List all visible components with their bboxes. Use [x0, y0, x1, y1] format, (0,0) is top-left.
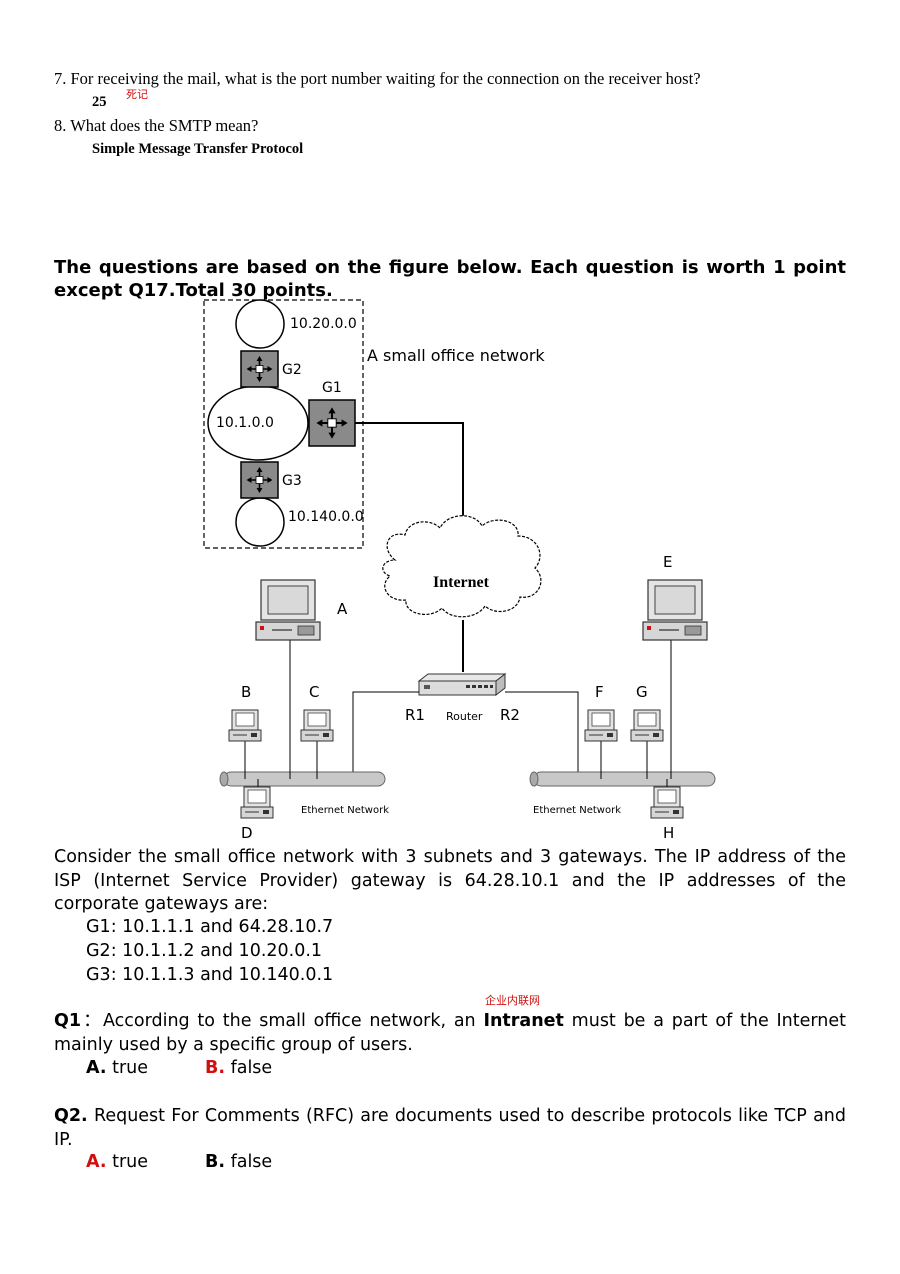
host-a-computer-icon — [255, 579, 321, 641]
q2-option-a: A. true — [86, 1152, 148, 1172]
host-e-computer-icon — [642, 579, 708, 641]
ethernet-left-cable — [219, 771, 386, 787]
host-b-computer-icon — [228, 709, 262, 742]
question-8: 8. What does the SMTP mean? — [54, 116, 259, 135]
host-d-computer-icon — [240, 786, 274, 819]
router-icon — [417, 672, 507, 697]
q1-note: 企业内联网 — [485, 994, 540, 1007]
subnet-top-circle — [235, 299, 285, 349]
q1-separator: ： — [81, 1011, 103, 1031]
q1-label: Q1 — [54, 1011, 82, 1031]
g1-uplink — [355, 422, 464, 535]
r1-link — [352, 691, 419, 772]
gateway-g3-icon — [240, 461, 279, 499]
question-8-answer: Simple Message Transfer Protocol — [92, 141, 304, 157]
q1-bold-word: Intranet — [483, 1011, 564, 1031]
q1-option-a-letter: A. — [86, 1058, 107, 1078]
q2-option-a-text: true — [106, 1152, 149, 1172]
host-g-computer-icon — [630, 709, 664, 742]
ethernet-right-cable — [529, 771, 716, 787]
r2-label: R2 — [500, 706, 520, 724]
host-e-label: E — [663, 553, 672, 571]
q1-option-b-letter: B. — [205, 1058, 225, 1078]
host-c-computer-icon — [300, 709, 334, 742]
host-f-computer-icon — [584, 709, 618, 742]
internet-label: Internet — [433, 574, 490, 591]
q2-option-b-text: false — [225, 1152, 273, 1172]
subnet-top-label: 10.20.0.0 — [290, 316, 357, 332]
subnet-bottom-label: 10.140.0.0 — [288, 509, 364, 525]
host-f-label: F — [595, 683, 604, 701]
gateway-g3-label: G3 — [282, 473, 302, 489]
gateway-g1-label: G1 — [322, 380, 342, 396]
subnet-middle-label: 10.1.0.0 — [216, 415, 274, 431]
q1-option-b-text: false — [225, 1058, 273, 1078]
q1-option-a-text: true — [106, 1058, 149, 1078]
ethernet-left-label: Ethernet Network — [301, 805, 389, 816]
q1-option-b: B. false — [205, 1058, 272, 1078]
host-d-label: D — [241, 824, 253, 842]
gateway-g2-icon — [240, 350, 279, 388]
gateway-g2-addresses: G2: 10.1.1.2 and 10.20.0.1 — [86, 941, 323, 961]
subnet-bottom-circle — [235, 497, 285, 547]
q1-option-a: A. true — [86, 1058, 148, 1078]
gateway-g1-icon — [308, 399, 356, 447]
q1-text-before: According to the small office network, a… — [102, 1011, 484, 1031]
host-c-label: C — [309, 683, 319, 701]
r1-label: R1 — [405, 706, 425, 724]
context-paragraph: Consider the small office network with 3… — [54, 847, 846, 914]
question-1: Q1：According to the small office network… — [54, 1010, 846, 1057]
q2-label: Q2. — [54, 1106, 88, 1126]
question-7-note: 死记 — [126, 88, 148, 101]
gateway-g3-addresses: G3: 10.1.1.3 and 10.140.0.1 — [86, 965, 334, 985]
gateway-g2-label: G2 — [282, 362, 302, 378]
q2-option-b: B. false — [205, 1152, 272, 1172]
question-2: Q2. Request For Comments (RFC) are docum… — [54, 1105, 846, 1152]
q2-text: Request For Comments (RFC) are documents… — [54, 1106, 846, 1150]
router-label: Router — [446, 710, 483, 723]
q1-text-after: must be a part of the Internet mainly us… — [54, 1011, 846, 1055]
r2-link — [505, 691, 579, 772]
host-g-label: G — [636, 683, 648, 701]
question-7: 7. For receiving the mail, what is the p… — [54, 69, 701, 88]
ethernet-right-label: Ethernet Network — [533, 805, 621, 816]
q2-option-b-letter: B. — [205, 1152, 225, 1172]
section-intro: The questions are based on the figure be… — [54, 257, 846, 301]
office-label: A small office network — [367, 346, 545, 365]
host-b-label: B — [241, 683, 251, 701]
q2-option-a-letter: A. — [86, 1152, 107, 1172]
host-h-computer-icon — [650, 786, 684, 819]
host-h-label: H — [663, 824, 674, 842]
internet-cloud — [382, 515, 542, 618]
host-a-label: A — [337, 600, 348, 618]
question-7-answer: 25 — [92, 94, 107, 110]
gateway-g1-addresses: G1: 10.1.1.1 and 64.28.10.7 — [86, 917, 334, 937]
network-figure: 10.20.0.0 10.1.0.0 10.140.0.0 G2 G3 G1 A… — [203, 299, 716, 842]
